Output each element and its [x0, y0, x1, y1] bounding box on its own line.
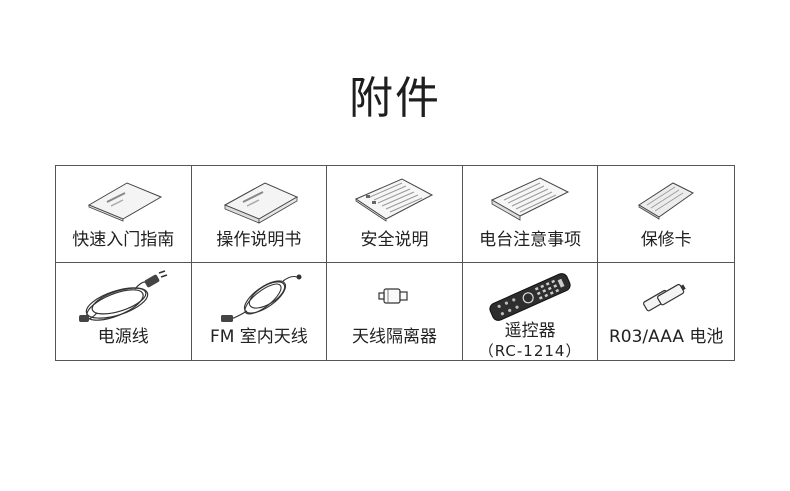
accessory-label: FM 室内天线: [209, 327, 308, 347]
accessory-label: 遥控器 （RC-1214）: [463, 321, 598, 361]
power-cord-icon: [56, 269, 191, 325]
fm-antenna-icon: [192, 269, 327, 325]
accessory-label: 安全说明: [360, 230, 429, 250]
accessory-cell-fm-antenna: FM 室内天线: [192, 263, 328, 360]
remote-control-icon: [463, 269, 598, 325]
warranty-card-icon: [598, 172, 734, 228]
remote-model: （RC-1214）: [478, 342, 582, 360]
accessory-label: 电源线: [97, 327, 149, 347]
accessory-cell-owners-manual: 操作说明书: [191, 166, 328, 263]
accessories-table: 快速入门指南 操作说明书: [55, 165, 735, 361]
accessory-label: R03/AAA 电池: [608, 327, 724, 347]
accessory-cell-warranty-card: 保修卡: [598, 166, 734, 263]
page-title: 附件: [349, 73, 441, 124]
antenna-isolator-icon: [327, 269, 462, 325]
accessory-cell-safety-instructions: 安全说明: [327, 166, 463, 263]
accessory-cell-batteries: R03/AAA 电池: [598, 263, 734, 360]
quick-start-guide-icon: [56, 172, 191, 228]
accessory-cell-power-cord: 电源线: [56, 263, 192, 360]
accessory-label: 操作说明书: [216, 230, 302, 250]
accessory-cell-remote-control: 遥控器 （RC-1214）: [463, 263, 599, 360]
safety-instructions-icon: [327, 172, 462, 228]
accessory-label: 天线隔离器: [351, 327, 437, 347]
accessory-label: 快速入门指南: [72, 230, 175, 250]
accessory-label: 电台注意事项: [479, 230, 582, 250]
accessory-cell-radio-notes: 电台注意事项: [462, 166, 599, 263]
owners-manual-icon: [192, 172, 327, 228]
remote-name: 遥控器: [504, 321, 556, 341]
radio-notes-icon: [463, 172, 598, 228]
accessory-label: 保修卡: [640, 230, 692, 250]
batteries-icon: [598, 269, 734, 325]
accessory-cell-quick-start: 快速入门指南: [56, 166, 192, 263]
accessory-cell-antenna-isolator: 天线隔离器: [327, 263, 463, 360]
